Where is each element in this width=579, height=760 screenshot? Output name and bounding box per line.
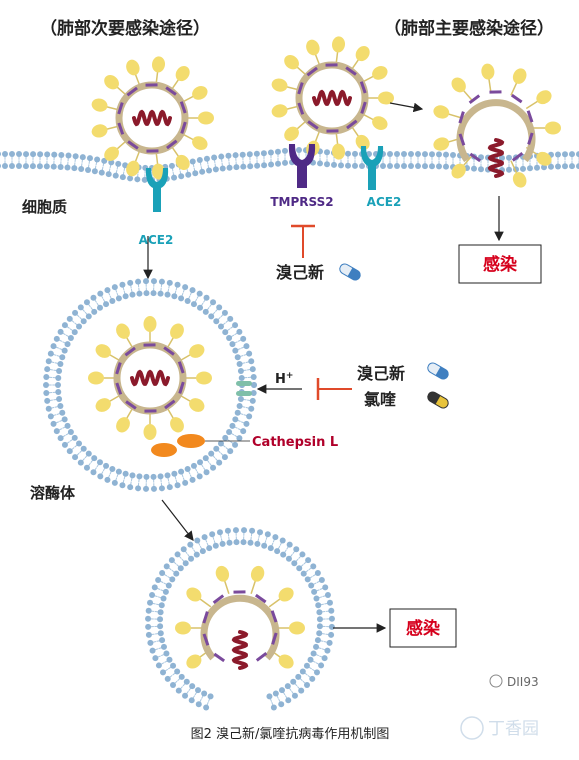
capsule-icon-blue-mid: [427, 362, 449, 380]
proton-channel: [236, 381, 252, 396]
inhibitor-bar-tmprss2: [291, 224, 315, 258]
tmprss2-protease: [288, 144, 316, 188]
wechat-icon: [489, 674, 503, 688]
infection-box-bottom: 感染: [389, 608, 457, 648]
virus-fusing-right: [433, 63, 561, 188]
virus-fused-in-lysosome: [175, 565, 305, 670]
watermark-account: DII93: [507, 675, 539, 689]
ace2-receptor-right: [360, 146, 384, 190]
endosome-vesicle: [43, 278, 257, 492]
drug-chloroquine: 氯喹: [364, 390, 397, 409]
ace2-receptor-left: [145, 168, 169, 212]
heading-minor-route: （肺部次要感染途径）: [40, 18, 210, 39]
virus-particle-left: [91, 56, 214, 180]
label-cytoplasm: 细胞质: [22, 198, 67, 216]
drug-bromhexine-mid: 溴己新: [357, 364, 405, 383]
infection-label-bottom: 感染: [406, 618, 440, 639]
arrow-virus-to-fusion: [389, 102, 424, 113]
virus-particle-middle: [271, 36, 394, 160]
dxy-logo-text: 丁香园: [488, 719, 539, 739]
dxy-logo: 丁香园: [460, 716, 539, 740]
infection-label-top: 感染: [483, 254, 517, 275]
virus-in-endosome: [88, 316, 212, 440]
figure-caption: 图2 溴己新/氯喹抗病毒作用机制图: [191, 726, 390, 742]
infection-box-top: 感染: [458, 244, 542, 284]
inhibitor-bar-proton: [316, 378, 352, 400]
lysosome-fusion-vesicle: [145, 527, 335, 711]
label-cathepsin-l: Cathepsin L: [252, 435, 338, 450]
wechat-watermark: DII93: [489, 674, 539, 689]
label-lysosome: 溶酶体: [30, 484, 76, 502]
label-h-plus: H+: [275, 371, 293, 387]
label-tmprss2: TMPRSS2: [270, 195, 333, 209]
heading-major-route: （肺部主要感染途径）: [384, 18, 554, 39]
label-ace2-right: ACE2: [367, 195, 402, 209]
dxy-logo-icon: [460, 716, 484, 740]
drug-bromhexine-top: 溴己新: [276, 263, 324, 282]
capsule-icon-blue-top: [339, 263, 361, 281]
arrow-endosome-to-fusion: [161, 499, 194, 541]
label-ace2-left: ACE2: [139, 233, 174, 247]
cathepsin-l-enzyme: [151, 434, 205, 457]
capsule-icon-dark-yellow: [427, 391, 449, 409]
